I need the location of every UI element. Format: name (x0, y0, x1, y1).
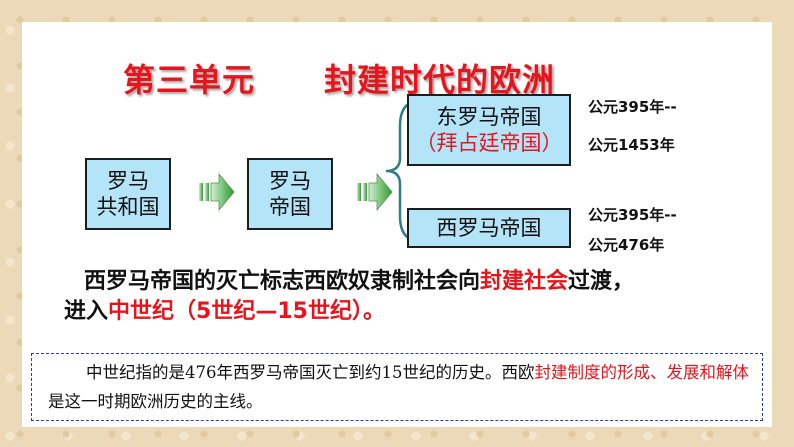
box-east-roman-line1: 东罗马帝国 (436, 104, 542, 129)
east-start-date: 公元395年-- (588, 98, 677, 116)
box-west-roman-empire: 西罗马帝国 (407, 208, 571, 248)
unit-label: 第三单元 (123, 61, 256, 99)
arrow-right-icon (199, 172, 235, 212)
box-roman-republic-line1: 罗马 (107, 168, 149, 193)
para-text-3: 进入 (64, 299, 109, 324)
para-text-1: 西罗马帝国的灭亡标志西欧奴隶制社会向 (84, 269, 481, 294)
box-roman-empire: 罗马 帝国 (247, 158, 333, 230)
west-start-date: 公元395年-- (588, 206, 677, 224)
para-highlight-middle-ages: 中世纪（5世纪—15世纪） (108, 299, 363, 324)
box-east-roman-line2: （拜占廷帝国） (415, 131, 563, 155)
page-title: 封建时代的欧洲 (324, 61, 556, 99)
slide-canvas: 第三单元 封建时代的欧洲 罗马 共和国 罗马 帝国 东罗马帝国 （拜占廷帝国） … (22, 22, 772, 427)
note-highlight: 封建制度的形成、发展和解体 (534, 363, 750, 382)
box-west-roman-line1: 西罗马帝国 (436, 215, 542, 240)
east-end-date: 公元1453年 (588, 136, 675, 154)
para-text-2: 过渡， (568, 269, 635, 294)
para-text-4: 。 (362, 299, 385, 324)
para-highlight-feudal: 封建社会 (480, 269, 569, 294)
box-roman-republic-line2: 共和国 (96, 195, 160, 219)
box-roman-empire-line1: 罗马 (269, 168, 311, 193)
arrow-right-icon (357, 172, 393, 212)
box-east-roman-empire: 东罗马帝国 （拜占廷帝国） (407, 94, 571, 166)
west-end-date: 公元476年 (588, 236, 665, 254)
branch-brace (385, 99, 421, 243)
note-text-2: 是这一时期欧洲历史的主线。 (48, 392, 263, 411)
box-roman-republic: 罗马 共和国 (85, 158, 171, 230)
note-text-1: 中世纪指的是476年西罗马帝国灭亡到约15世纪的历史。西欧 (86, 363, 535, 382)
definition-note: 中世纪指的是476年西罗马帝国灭亡到约15世纪的历史。西欧封建制度的形成、发展和… (31, 353, 763, 421)
main-paragraph: 西罗马帝国的灭亡标志西欧奴隶制社会向封建社会过渡， 进入中世纪（5世纪—15世纪… (64, 267, 764, 327)
box-roman-empire-line2: 帝国 (269, 195, 311, 219)
